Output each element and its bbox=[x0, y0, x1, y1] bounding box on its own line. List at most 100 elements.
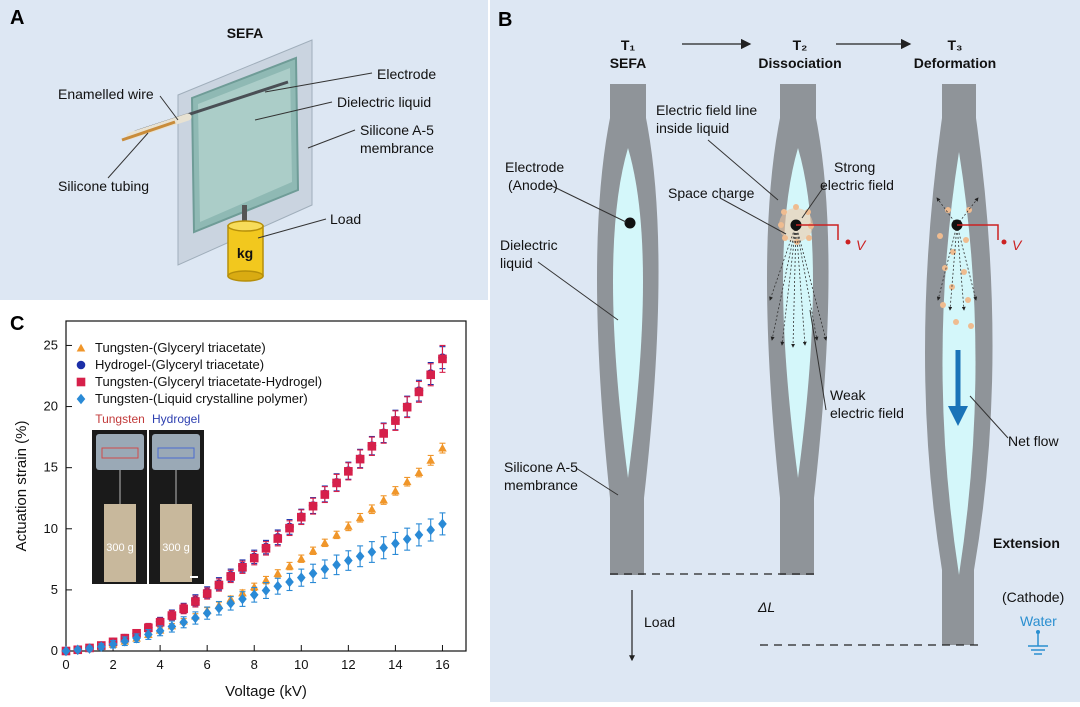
x-tick-label: 12 bbox=[341, 657, 355, 672]
actuator-1-electrode bbox=[624, 217, 636, 229]
inset-left-weight bbox=[104, 504, 136, 582]
stage-1-name: SEFA bbox=[610, 55, 647, 71]
data-point-square bbox=[273, 534, 283, 543]
data-point-diamond bbox=[179, 616, 188, 628]
enamelled-wire-shape bbox=[121, 120, 176, 142]
dielectric-label-line1: Dielectric bbox=[500, 237, 558, 253]
inset-scale-bar bbox=[190, 576, 198, 578]
legend-label: Hydrogel-(Glyceryl triacetate) bbox=[95, 357, 264, 372]
data-point-diamond bbox=[308, 568, 318, 579]
extension-label: Extension bbox=[993, 535, 1060, 551]
x-tick-label: 6 bbox=[204, 657, 211, 672]
data-point-triangle bbox=[367, 504, 377, 513]
legend-marker-circle bbox=[76, 360, 86, 370]
silicone-label-line2: membrance bbox=[360, 140, 434, 156]
data-point-triangle bbox=[308, 546, 318, 555]
data-point-diamond bbox=[402, 533, 412, 545]
data-point-diamond bbox=[202, 607, 212, 619]
field-line-label-1: Electric field line bbox=[656, 102, 757, 118]
delta-l-label: ΔL bbox=[757, 599, 775, 615]
data-point-diamond bbox=[367, 546, 377, 558]
data-point-triangle bbox=[414, 468, 424, 476]
voltage-wire-3 bbox=[957, 224, 999, 240]
weak-field-label-2: electric field bbox=[830, 405, 904, 421]
space-charge-dots bbox=[778, 204, 814, 245]
data-point-square bbox=[226, 572, 236, 581]
data-point-square bbox=[144, 623, 153, 633]
data-point-diamond bbox=[438, 518, 447, 530]
electrode-label: Electrode bbox=[377, 66, 436, 82]
load-b-label: Load bbox=[644, 614, 675, 630]
stage-1-time: T₁ bbox=[621, 37, 636, 53]
data-point-diamond bbox=[344, 555, 353, 566]
silicone-b-label-2: membrance bbox=[504, 477, 578, 493]
data-point-square bbox=[332, 478, 341, 488]
data-point-square bbox=[179, 604, 188, 614]
liquid-highlight bbox=[198, 68, 292, 222]
ground-terminal bbox=[1036, 630, 1040, 634]
data-point-diamond bbox=[214, 602, 224, 614]
data-point-square bbox=[261, 544, 271, 553]
data-point-square bbox=[214, 580, 224, 590]
inset-right-weight bbox=[160, 504, 192, 582]
strong-field-label-1: Strong bbox=[834, 159, 875, 175]
inset-right-clamp bbox=[152, 434, 200, 470]
data-point-diamond bbox=[191, 612, 200, 624]
strong-field-label-2: electric field bbox=[820, 177, 894, 193]
panel-a-title: SEFA bbox=[227, 25, 264, 41]
voltage-label-3: V bbox=[1012, 237, 1023, 253]
net-flow-label: Net flow bbox=[1008, 433, 1059, 449]
silicone-b-label-1: Silicone A-5 bbox=[504, 459, 578, 475]
data-point-diamond bbox=[108, 638, 118, 650]
data-point-triangle bbox=[355, 513, 365, 522]
data-point-square bbox=[191, 597, 200, 606]
data-point-square bbox=[308, 501, 318, 511]
data-point-square bbox=[367, 441, 377, 451]
voltage-terminal-3 bbox=[1001, 239, 1007, 245]
cathode-label: (Cathode) bbox=[1002, 589, 1064, 605]
inset-photo: 300 g 300 g Tungsten Hydrogel bbox=[92, 412, 204, 584]
data-point-diamond bbox=[96, 641, 106, 653]
enamelled-wire-label: Enamelled wire bbox=[58, 86, 154, 102]
field-lines-2 bbox=[769, 224, 828, 348]
space-charge-label: Space charge bbox=[668, 185, 755, 201]
panel-b-letter: B bbox=[498, 9, 512, 31]
panel-a-letter: A bbox=[10, 7, 24, 29]
legend-label: Tungsten-(Glyceryl triacetate) bbox=[95, 340, 266, 355]
data-point-triangle bbox=[379, 495, 388, 504]
data-point-square bbox=[344, 467, 353, 476]
legend-label: Tungsten-(Liquid crystalline polymer) bbox=[95, 391, 308, 406]
y-tick-label: 5 bbox=[51, 582, 58, 597]
data-point-square bbox=[320, 490, 330, 499]
data-point-diamond bbox=[273, 580, 283, 592]
chart-legend: Tungsten-(Glyceryl triacetate) Hydrogel-(… bbox=[76, 340, 322, 406]
data-point-triangle bbox=[438, 443, 447, 452]
data-point-diamond bbox=[132, 632, 141, 644]
panel-b: B T₁ SEFA T₂ Dissociation T₃ Deformation bbox=[490, 0, 1080, 702]
data-point-triangle bbox=[285, 561, 294, 570]
field-line-label-2: inside liquid bbox=[656, 120, 729, 136]
data-point-square bbox=[402, 402, 412, 412]
voltage-wire-2 bbox=[796, 224, 839, 240]
stage-3-name: Deformation bbox=[914, 55, 996, 71]
data-point-diamond bbox=[167, 621, 177, 632]
data-point-diamond bbox=[73, 644, 83, 656]
plot-frame bbox=[65, 320, 467, 652]
x-tick-label: 2 bbox=[109, 657, 116, 672]
data-point-diamond bbox=[355, 550, 365, 562]
data-point-square bbox=[438, 354, 447, 364]
x-tick-label: 14 bbox=[388, 657, 402, 672]
data-point-square bbox=[238, 562, 247, 572]
inset-tungsten-label: Tungsten bbox=[95, 412, 145, 426]
data-point-triangle bbox=[320, 538, 330, 547]
y-tick-label: 10 bbox=[44, 521, 58, 536]
panel-a-figure: A SEFA kg bbox=[10, 7, 436, 282]
data-point-diamond bbox=[391, 538, 400, 549]
legend-marker-diamond bbox=[76, 393, 86, 405]
voltage-terminal-2 bbox=[845, 239, 851, 245]
stage-3-time: T₃ bbox=[947, 37, 962, 53]
data-point-triangle bbox=[249, 582, 259, 591]
data-point-diamond bbox=[238, 593, 247, 605]
